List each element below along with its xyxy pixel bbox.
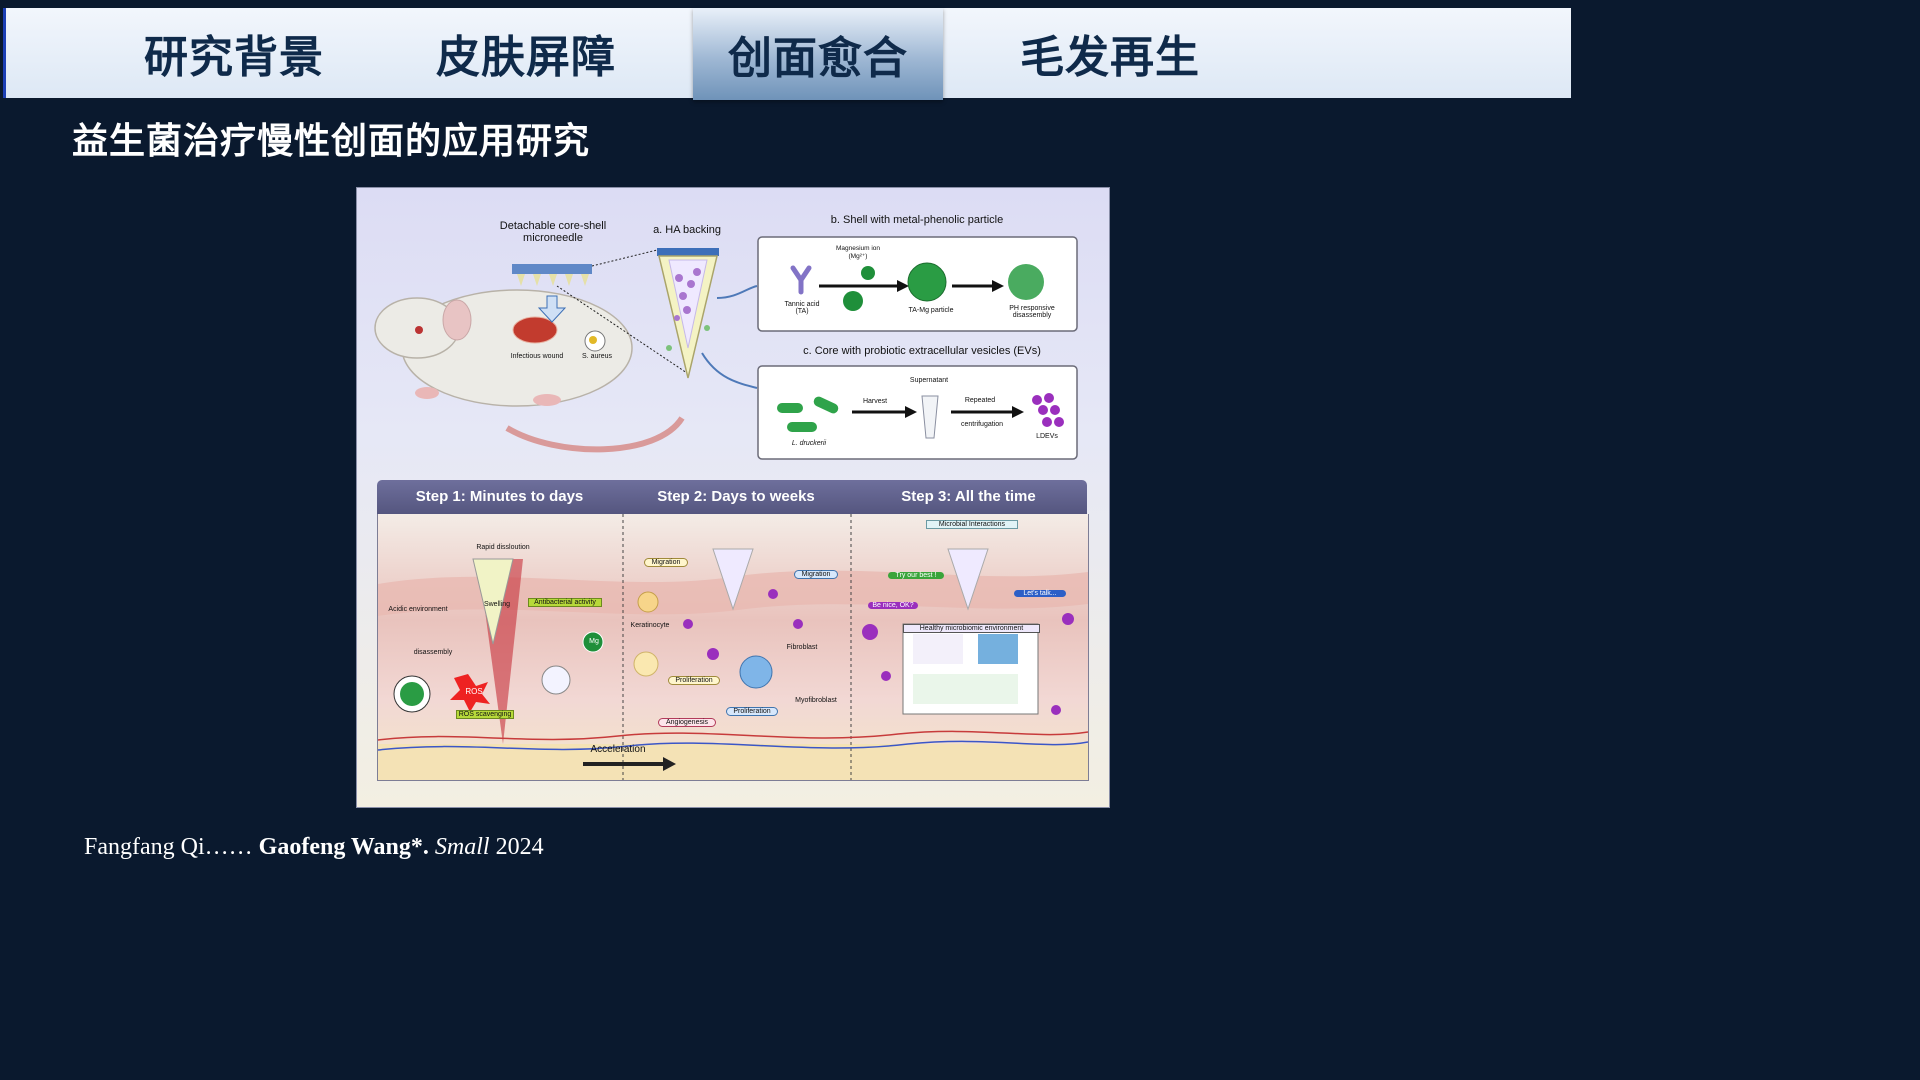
try-best-bubble: Try our best ! bbox=[888, 572, 944, 579]
microneedle-label: Detachable core-shell microneedle bbox=[499, 220, 607, 244]
ros-label: ROS bbox=[465, 687, 483, 696]
ph-responsive-label: PH responsive disassembly bbox=[1009, 305, 1055, 319]
acceleration-label: Acceleration bbox=[590, 744, 646, 755]
tannic-acid-label: Tannic acid (TA) bbox=[784, 301, 820, 315]
ldevs-label: LDEVs bbox=[1036, 433, 1058, 440]
microneedle-patch bbox=[512, 249, 688, 374]
citation-journal: Small bbox=[434, 834, 490, 860]
steps-graphics bbox=[378, 514, 1088, 780]
section-tab-bar: 研究背景 皮肤屏障 创面愈合 毛发再生 bbox=[3, 8, 1571, 100]
tab-wound-healing[interactable]: 创面愈合 bbox=[693, 8, 943, 100]
steps-header-band: Step 1: Minutes to days Step 2: Days to … bbox=[377, 480, 1087, 514]
ha-backing-label: a. HA backing bbox=[653, 224, 721, 236]
supernatant-label: Supernatant bbox=[909, 377, 949, 384]
citation: Fangfang Qi…… Gaofeng Wang*. Small 2024 bbox=[84, 834, 544, 861]
healthy-env-label: Healthy microbiomic environment bbox=[903, 624, 1040, 633]
citation-year: 2024 bbox=[489, 834, 544, 860]
mouse-illustration bbox=[374, 289, 685, 453]
magnesium-label: Magnesium ion (Mg²⁺) bbox=[835, 245, 881, 260]
l-druckerii-label: L. druckerii bbox=[791, 440, 827, 447]
core-box bbox=[757, 365, 1078, 460]
s-aureus-label: S. aureus bbox=[582, 353, 612, 360]
shell-contents bbox=[790, 262, 1044, 311]
mg-label: Mg bbox=[589, 638, 599, 645]
lets-talk-bubble: Let's talk... bbox=[1014, 590, 1066, 597]
tab-skin-barrier[interactable]: 皮肤屏障 bbox=[436, 32, 616, 83]
myofibroblast-label: Myofibroblast bbox=[795, 697, 837, 704]
rapid-dissolution-label: Rapid dissloution bbox=[476, 544, 530, 551]
harvest-label: Harvest bbox=[862, 398, 888, 405]
centrifugation-label: centrifugation bbox=[960, 421, 1004, 428]
migration-label-2: Migration bbox=[794, 570, 838, 579]
fibroblast-label: Fibroblast bbox=[786, 644, 818, 651]
research-figure: Detachable core-shell microneedle a. HA … bbox=[356, 187, 1110, 808]
acidic-env-label: Acidic environment bbox=[388, 606, 448, 613]
shell-title: b. Shell with metal-phenolic particle bbox=[830, 214, 1004, 226]
angiogenesis-label: Angiogenesis bbox=[658, 718, 716, 727]
slide-title: 益生菌治疗慢性创面的应用研究 bbox=[72, 121, 591, 162]
swelling-label: Swelling bbox=[483, 601, 511, 608]
repeated-label: Repeated bbox=[964, 397, 996, 404]
tab-research-background[interactable]: 研究背景 bbox=[144, 32, 324, 83]
top-strip bbox=[0, 0, 1568, 8]
proliferation-label-1: Proliferation bbox=[668, 676, 720, 685]
ros-scavenging-label: ROS scavenging bbox=[456, 710, 514, 719]
step-2-label: Step 2: Days to weeks bbox=[657, 488, 815, 505]
step-1-label: Step 1: Minutes to days bbox=[415, 488, 584, 505]
migration-label-1: Migration bbox=[644, 558, 688, 567]
citation-corresponding-author: Gaofeng Wang*. bbox=[258, 834, 429, 860]
disassembly-label: disassembly bbox=[413, 649, 453, 656]
core-title: c. Core with probiotic extracellular ves… bbox=[803, 345, 1041, 357]
core-contents bbox=[777, 393, 1064, 439]
antibacterial-label: Antibacterial activity bbox=[528, 598, 602, 607]
citation-authors: Fangfang Qi…… bbox=[84, 834, 259, 860]
tab-hair-regeneration[interactable]: 毛发再生 bbox=[1020, 32, 1200, 83]
proliferation-label-2: Proliferation bbox=[726, 707, 778, 716]
step-3-label: Step 3: All the time bbox=[901, 488, 1036, 505]
ta-mg-label: TA-Mg particle bbox=[908, 307, 954, 314]
microbial-interactions-label: Microbial Interactions bbox=[926, 520, 1018, 529]
infectious-wound-label: Infectious wound bbox=[510, 353, 564, 360]
keratinocyte-label: Keratinocyte bbox=[630, 622, 670, 629]
be-nice-bubble: Be nice, OK? bbox=[868, 602, 918, 609]
steps-illustration: Rapid dissloution Swelling Antibacterial… bbox=[377, 514, 1089, 781]
figure-graphics bbox=[374, 236, 1078, 460]
microneedle-cross-section bbox=[657, 248, 758, 389]
